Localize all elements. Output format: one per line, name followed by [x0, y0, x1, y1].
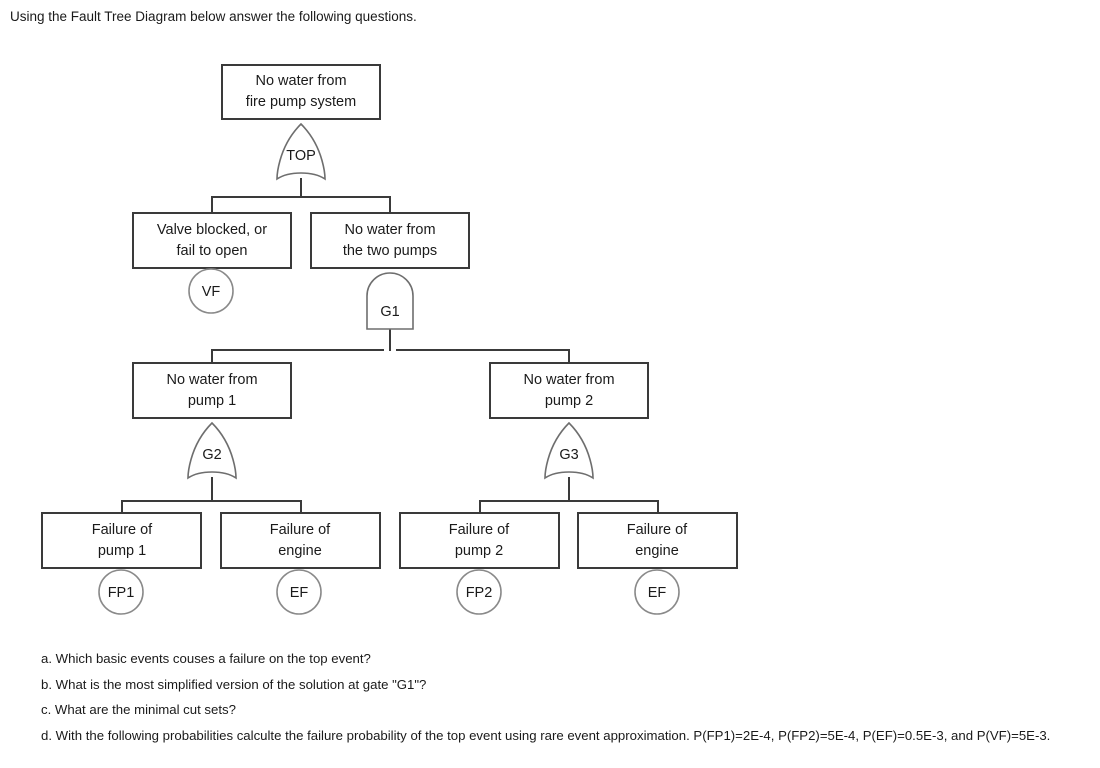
- node-ef-right[interactable]: Failure of engine EF: [577, 512, 738, 615]
- basic-event-label-ef-right: EF: [648, 585, 667, 601]
- prompt-instruction: Using the Fault Tree Diagram below answe…: [10, 9, 417, 24]
- basic-event-label-vf: VF: [202, 284, 221, 300]
- fp1-label-line1: Failure of: [92, 522, 153, 538]
- fp1-box[interactable]: [41, 512, 202, 569]
- pump1-branch-label-line1: No water from: [166, 372, 257, 388]
- fault-tree-diagram: No water from fire pump system TOP Valve…: [0, 40, 1100, 640]
- connector-top-to-level2: [211, 178, 391, 214]
- basic-event-circle-fp1[interactable]: [98, 569, 144, 615]
- ef-left-box[interactable]: [220, 512, 381, 569]
- basic-event-circle-ef-left[interactable]: [276, 569, 322, 615]
- top-event-box[interactable]: [221, 64, 381, 120]
- two-pumps-box[interactable]: [310, 212, 470, 269]
- node-pump2-branch[interactable]: No water from pump 2 G3: [489, 362, 649, 480]
- basic-event-circle-vf[interactable]: [188, 268, 234, 314]
- basic-event-label-fp2: FP2: [466, 585, 493, 601]
- basic-event-label-ef-left: EF: [290, 585, 309, 601]
- question-a: a. Which basic events couses a failure o…: [41, 651, 371, 666]
- question-d: d. With the following probabilities calc…: [41, 727, 1051, 743]
- g2-gate-label: G2: [202, 447, 221, 463]
- or-gate-g3[interactable]: [544, 421, 594, 480]
- valve-failure-label-line2: fail to open: [177, 243, 248, 259]
- pump2-branch-box[interactable]: [489, 362, 649, 419]
- basic-event-label-fp1: FP1: [108, 585, 135, 601]
- top-event-label-line1: No water from: [255, 73, 346, 89]
- connector-g1-to-level3: [211, 328, 570, 364]
- node-ef-left[interactable]: Failure of engine EF: [220, 512, 381, 615]
- node-pump1-branch[interactable]: No water from pump 1 G2: [132, 362, 292, 480]
- pump1-branch-box[interactable]: [132, 362, 292, 419]
- question-c: c. What are the minimal cut sets?: [41, 702, 236, 717]
- connector-g2-to-basics: [121, 477, 302, 514]
- two-pumps-label-line2: the two pumps: [343, 243, 437, 259]
- fp2-box[interactable]: [399, 512, 560, 569]
- valve-failure-box[interactable]: [132, 212, 292, 269]
- ef-right-box[interactable]: [577, 512, 738, 569]
- basic-event-circle-ef-right[interactable]: [634, 569, 680, 615]
- basic-event-circle-fp2[interactable]: [456, 569, 502, 615]
- ef-right-label-line2: engine: [635, 543, 679, 559]
- ef-left-label-line1: Failure of: [270, 522, 331, 538]
- pump2-branch-label-line2: pump 2: [545, 393, 593, 409]
- pump2-branch-label-line1: No water from: [523, 372, 614, 388]
- top-gate-label: TOP: [286, 148, 316, 164]
- ef-right-label-line1: Failure of: [627, 522, 688, 538]
- ef-left-label-line2: engine: [278, 543, 322, 559]
- pump1-branch-label-line2: pump 1: [188, 393, 236, 409]
- g3-gate-label: G3: [559, 447, 578, 463]
- or-gate-top[interactable]: [276, 122, 326, 181]
- fp1-label-line2: pump 1: [98, 543, 146, 559]
- questions-list: a. Which basic events couses a failure o…: [41, 646, 1091, 748]
- question-b: b. What is the most simplified version o…: [41, 676, 427, 692]
- node-fp2[interactable]: Failure of pump 2 FP2: [399, 512, 560, 615]
- node-two-pumps[interactable]: No water from the two pumps G1: [310, 212, 470, 330]
- two-pumps-label-line1: No water from: [344, 222, 435, 238]
- top-event-label-line2: fire pump system: [246, 94, 356, 110]
- valve-failure-label-line1: Valve blocked, or: [157, 222, 267, 238]
- node-fp1[interactable]: Failure of pump 1 FP1: [41, 512, 202, 615]
- connector-g3-to-basics: [479, 477, 659, 514]
- or-gate-g2[interactable]: [187, 421, 237, 480]
- g1-gate-label: G1: [380, 304, 399, 320]
- fp2-label-line1: Failure of: [449, 522, 510, 538]
- node-valve-failure[interactable]: Valve blocked, or fail to open VF: [132, 212, 292, 314]
- node-top-event[interactable]: No water from fire pump system TOP: [221, 64, 381, 181]
- fp2-label-line2: pump 2: [455, 543, 503, 559]
- and-gate-g1[interactable]: [366, 272, 414, 330]
